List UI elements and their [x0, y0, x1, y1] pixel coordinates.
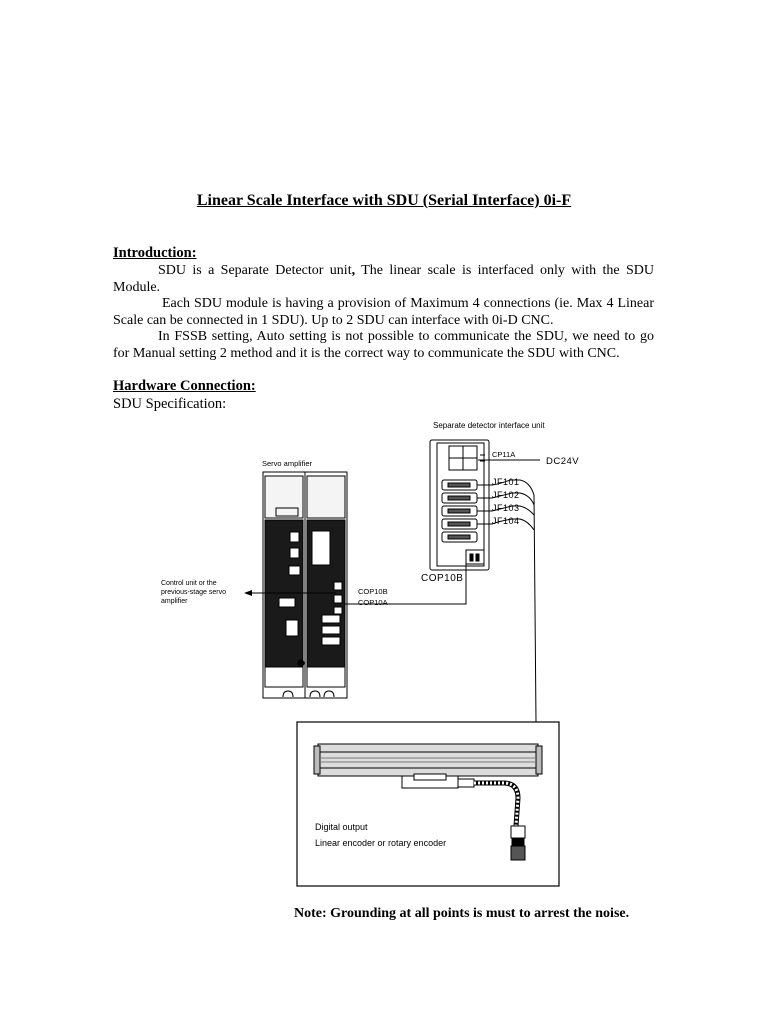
digital-output-label: Digital output: [315, 822, 368, 832]
linear-scale-frame: [296, 721, 560, 887]
grounding-note: Note: Grounding at all points is must to…: [294, 906, 630, 921]
sdu-label: Separate detector interface unit: [433, 421, 545, 430]
introduction-heading: Introduction:: [113, 245, 197, 261]
intro-p1-start: SDU is a Separate Detector unit: [158, 263, 352, 278]
encoder-label: Linear encoder or rotary encoder: [315, 838, 446, 848]
jf102-label: JF102: [492, 490, 520, 500]
jf103-label: JF103: [492, 503, 520, 513]
cop10a-label: COP10A: [358, 598, 388, 607]
servo-amplifier-label: Servo amplifier: [262, 459, 313, 468]
cop10b-label: COP10B: [358, 587, 388, 596]
sdu-unit: [429, 439, 490, 571]
intro-p3-text: In FSSB setting, Auto setting is not pos…: [113, 329, 654, 361]
intro-paragraph-1: SDU is a Separate Detector unit, The lin…: [113, 263, 654, 296]
sdu-cop10b-label: COP10B: [421, 573, 463, 584]
control-unit-label-line1: Control unit or the: [161, 580, 217, 587]
intro-p1-comma: ,: [351, 263, 356, 278]
arrowhead-icon: [244, 590, 252, 596]
intro-paragraph-3: In FSSB setting, Auto setting is not pos…: [113, 329, 654, 362]
page-title: Linear Scale Interface with SDU (Serial …: [196, 192, 572, 209]
control-unit-label-line2: previous-stage servo: [161, 589, 226, 596]
servo-amplifier: [262, 471, 348, 699]
sdu-spec-label: SDU Specification:: [113, 396, 227, 412]
linear-scale: [313, 743, 543, 861]
dc24v-label: DC24V: [546, 456, 579, 467]
intro-paragraph-2: Each SDU module is having a provision of…: [113, 296, 654, 329]
jf104-label: JF104: [492, 516, 520, 526]
intro-p2-text: Each SDU module is having a provision of…: [113, 296, 654, 328]
control-unit-label-line3: amplifier: [161, 598, 188, 605]
jf-cables: [477, 479, 537, 723]
optical-cable: [340, 564, 467, 605]
jf101-label: JF101: [492, 477, 520, 487]
hardware-heading: Hardware Connection:: [113, 378, 256, 394]
intro-p1-rest: The linear scale is interfaced only with…: [113, 263, 654, 295]
cp11a-label: CP11A: [492, 450, 515, 459]
